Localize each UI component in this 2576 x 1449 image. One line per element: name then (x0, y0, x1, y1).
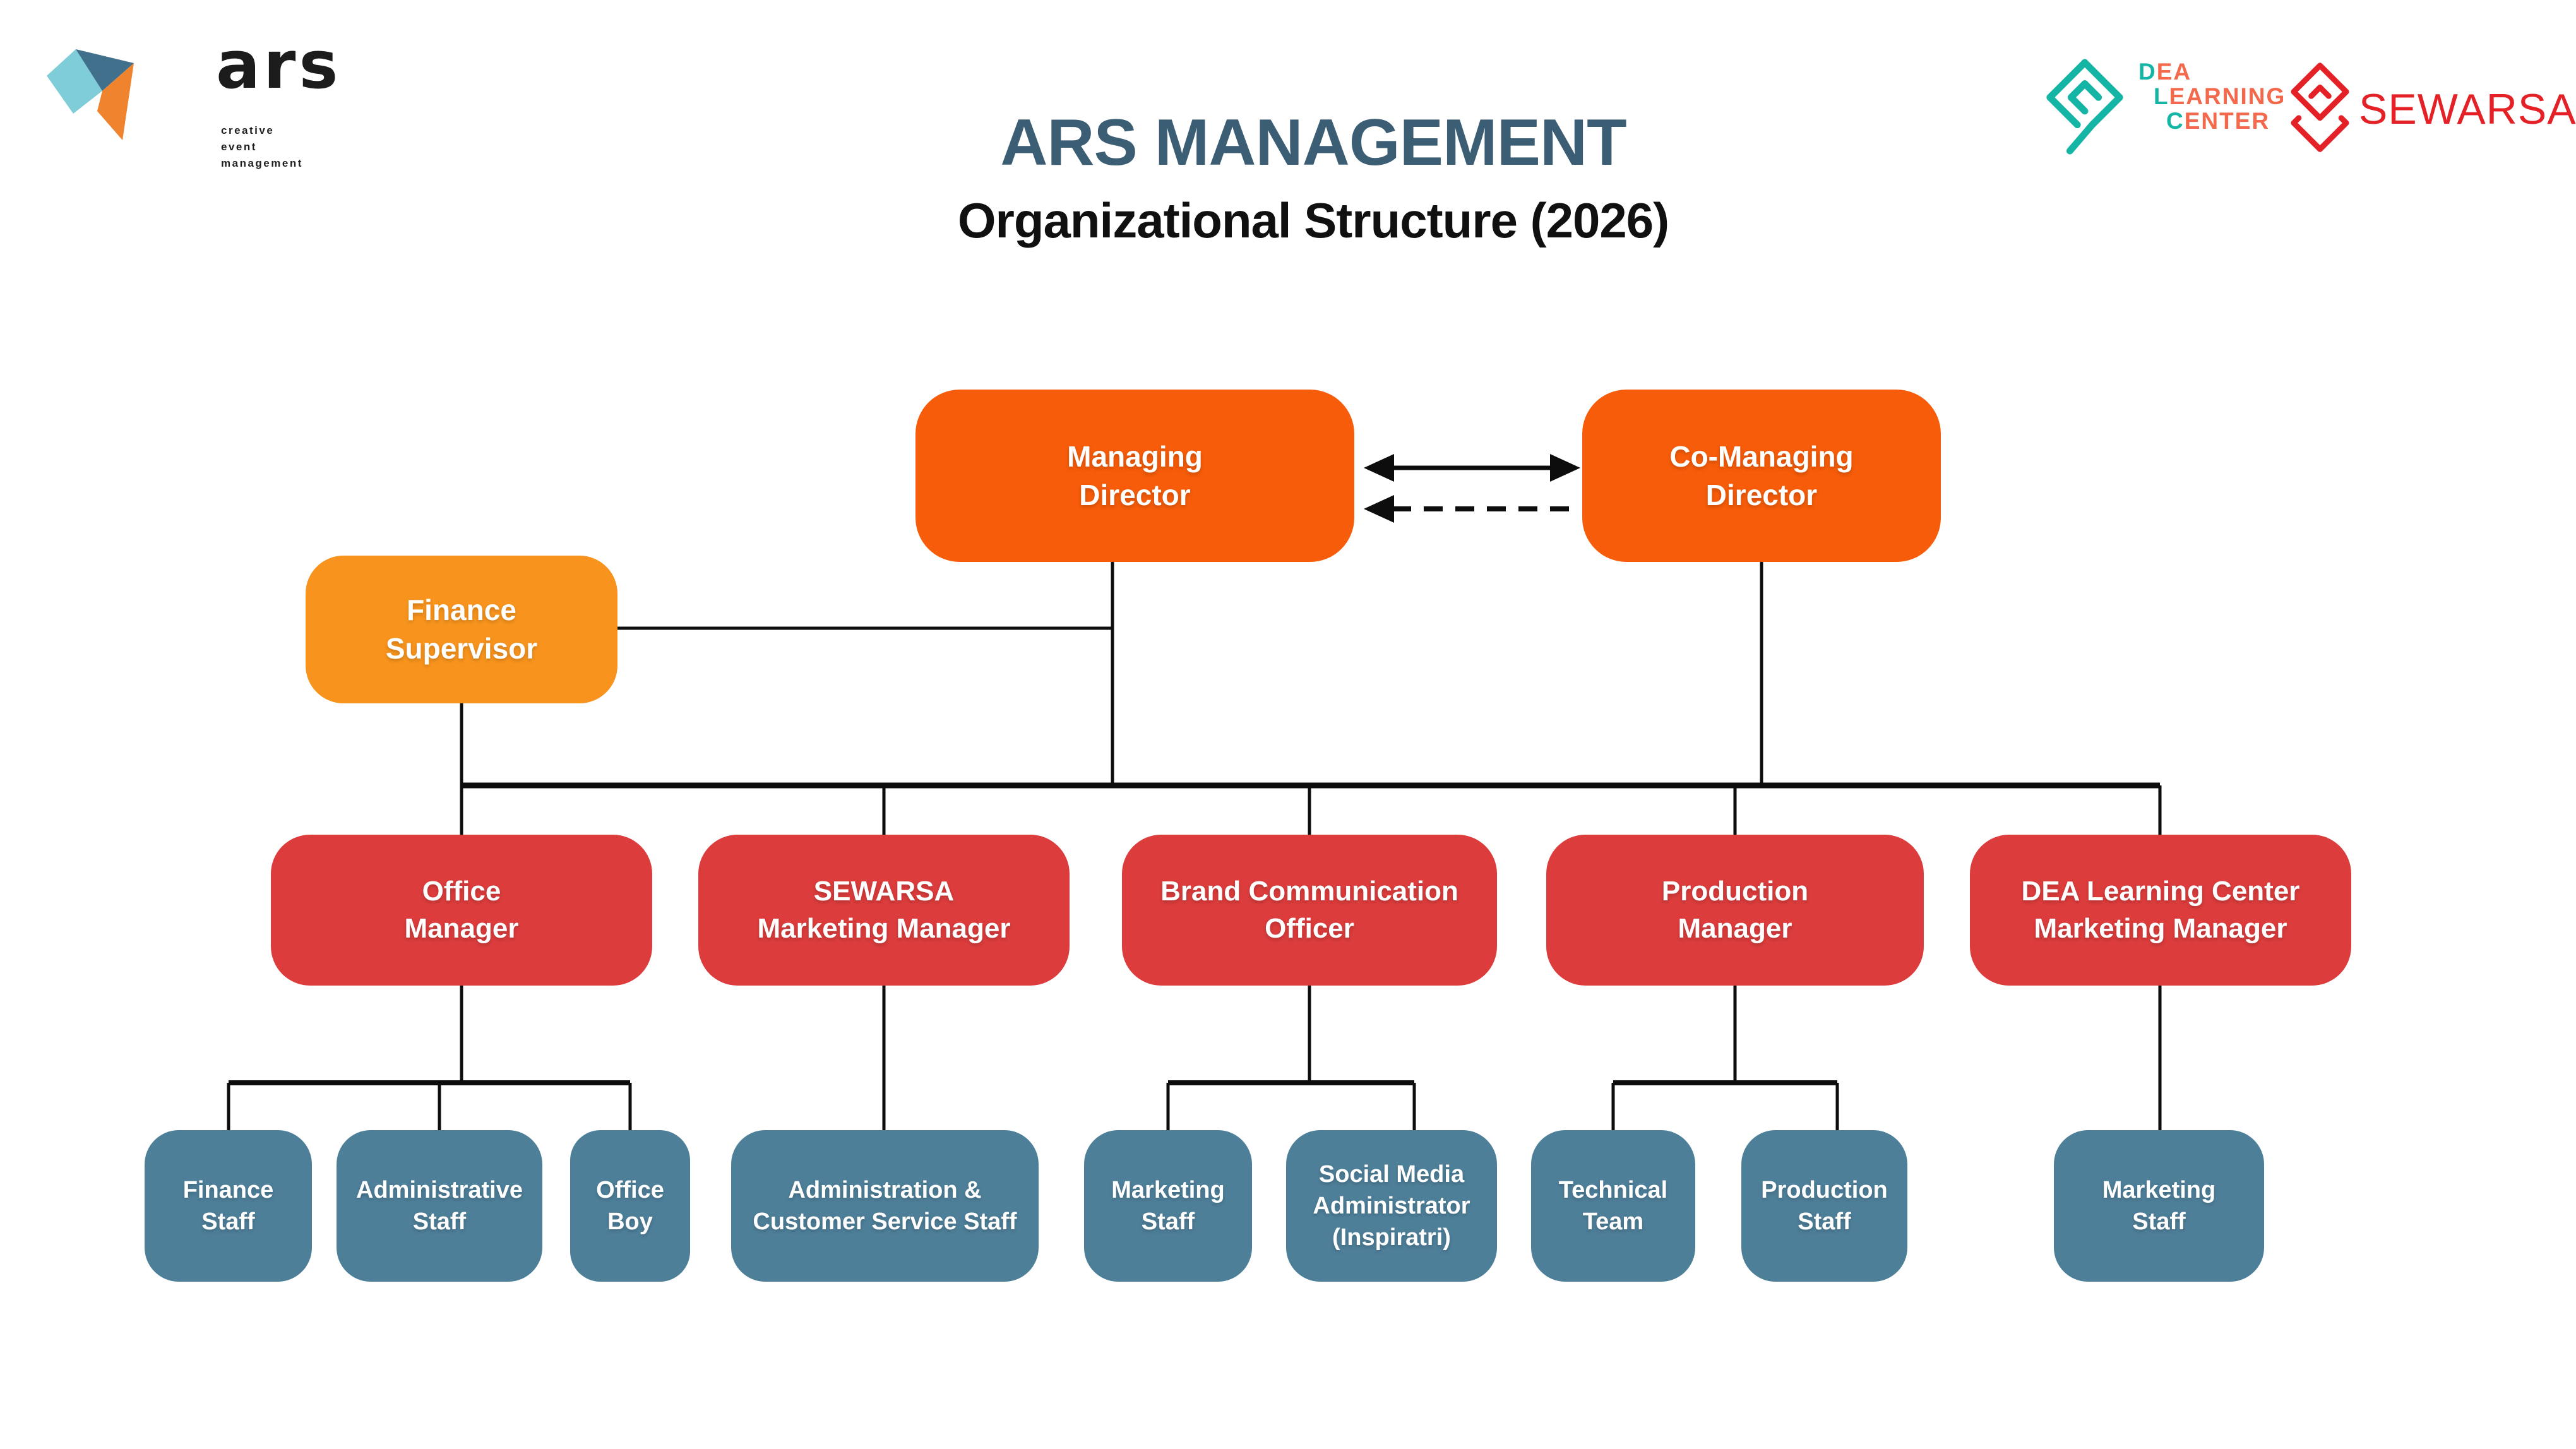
node-finance-staff: Finance Staff (145, 1130, 312, 1282)
node-label: Managing Director (1067, 439, 1203, 511)
node-marketing-staff-sewarsa: Marketing Staff (1084, 1130, 1252, 1282)
node-office-boy: Office Boy (570, 1130, 690, 1282)
node-label: Production Manager (1661, 876, 1809, 944)
ars-logo-icon (47, 49, 134, 140)
solid-double-arrow (1364, 454, 1580, 482)
dea-learning-center-logo: DEA LEARNING CENTER (2041, 57, 2286, 161)
page-subtitle: Organizational Structure (2026) (957, 193, 1669, 248)
ars-brand-name: ars (216, 27, 342, 104)
node-marketing-staff-dea: Marketing Staff (2054, 1130, 2264, 1282)
dea-rest-letters: ENTER (2184, 108, 2270, 134)
dea-lead-letter: L (2154, 83, 2169, 109)
ars-brand-logo: ars creative event management (44, 27, 347, 188)
dea-rest-letters: EA (2156, 59, 2192, 85)
title-block: ARS MANAGEMENT Organizational Structure … (777, 107, 1850, 249)
sewarsa-logo-text: SEWARSA (2359, 85, 2576, 133)
node-administrative-staff: Administrative Staff (337, 1130, 542, 1282)
tagline-line: event (221, 141, 257, 153)
node-label: Marketing Staff (1111, 1176, 1225, 1235)
node-label: Production Staff (1761, 1176, 1888, 1235)
node-label: Administrative Staff (356, 1176, 523, 1235)
node-co-managing-director: Co-Managing Director (1582, 390, 1941, 562)
node-label: Finance Supervisor (385, 593, 538, 665)
node-label: Administration & Customer Service Staff (753, 1176, 1017, 1235)
node-finance-supervisor: Finance Supervisor (306, 556, 617, 703)
node-managing-director: Managing Director (915, 390, 1354, 562)
dea-diamond-icon (2046, 59, 2123, 155)
sewarsa-diamond-icon (2291, 63, 2349, 152)
tagline-line: creative (221, 124, 275, 136)
dea-logo-text: DEA LEARNING CENTER (2138, 57, 2286, 133)
node-production-staff: Production Staff (1741, 1130, 1907, 1282)
node-label: Technical Team (1558, 1176, 1668, 1235)
dashed-left-arrow (1364, 495, 1578, 523)
node-social-media-administrator: Social Media Administrator (Inspiratri) (1286, 1130, 1497, 1282)
node-label: Office Boy (596, 1176, 664, 1235)
node-label: Co-Managing Director (1669, 439, 1854, 511)
node-brand-communication-officer: Brand Communication Officer (1122, 835, 1497, 986)
node-label: Office Manager (404, 876, 519, 944)
node-office-manager: Office Manager (271, 835, 652, 986)
node-production-manager: Production Manager (1546, 835, 1924, 986)
dea-lead-letter: C (2166, 108, 2185, 134)
ars-brand-tagline: creative event management (221, 122, 303, 172)
node-technical-team: Technical Team (1531, 1130, 1695, 1282)
node-label: Brand Communication Officer (1160, 876, 1458, 944)
node-label: Marketing Staff (2102, 1176, 2216, 1235)
dea-logo-line-3: CENTER (2138, 109, 2286, 133)
node-dea-marketing-manager: DEA Learning Center Marketing Manager (1970, 835, 2351, 986)
tagline-line: management (221, 157, 303, 169)
node-sewarsa-marketing-manager: SEWARSA Marketing Manager (698, 835, 1070, 986)
dea-rest-letters: EARNING (2169, 83, 2286, 109)
dea-logo-line-1: DEA (2138, 59, 2286, 84)
sewarsa-logo: SEWARSA (2291, 62, 2576, 157)
page-title: ARS MANAGEMENT (1000, 106, 1626, 179)
node-label: DEA Learning Center Marketing Manager (2021, 876, 2300, 944)
dea-lead-letter: D (2138, 59, 2157, 85)
node-label: SEWARSA Marketing Manager (757, 876, 1011, 944)
node-admin-customer-service-staff: Administration & Customer Service Staff (731, 1130, 1039, 1282)
dea-logo-line-2: LEARNING (2138, 84, 2286, 109)
node-label: Social Media Administrator (Inspiratri) (1313, 1160, 1470, 1251)
node-label: Finance Staff (182, 1176, 274, 1235)
